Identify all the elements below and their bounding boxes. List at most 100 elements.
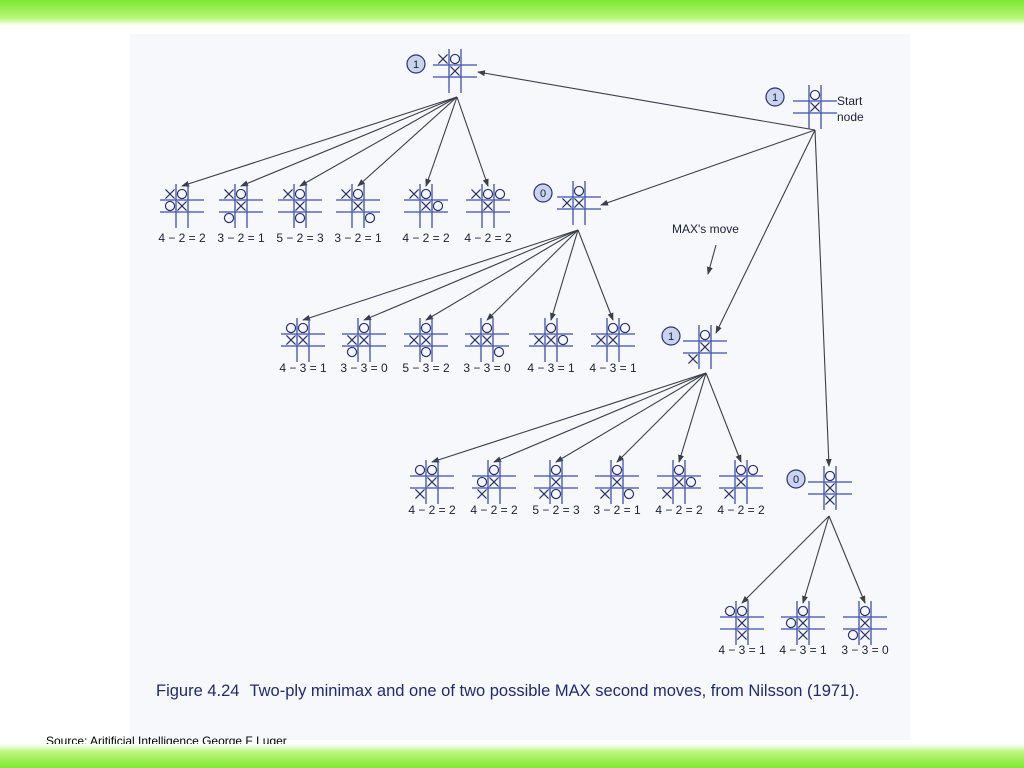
o-mark (481, 322, 493, 334)
x-mark (662, 489, 672, 499)
leaf-score: 3 − 3 = 0 (463, 361, 511, 375)
o-mark (607, 322, 619, 334)
x-mark (860, 618, 870, 628)
leaf-row-d-board (781, 601, 825, 645)
board-grid (719, 460, 763, 504)
board-grid (683, 325, 727, 369)
board-grid (404, 184, 448, 228)
x-mark (483, 201, 493, 211)
board-grid (404, 318, 448, 362)
x-mark (471, 189, 481, 199)
leaf-row-b-board (529, 318, 573, 362)
figure-caption-text: Two-ply minimax and one of two possible … (249, 682, 860, 700)
leaf-row-b-board (465, 318, 509, 362)
leaf-score: 4 − 2 = 2 (402, 231, 450, 245)
o-mark (673, 464, 685, 476)
o-mark (352, 188, 364, 200)
tree-edge (705, 372, 742, 463)
o-mark (557, 334, 569, 346)
leaf-row-c-board (410, 460, 454, 504)
x-mark (450, 66, 460, 76)
value-badge-d: 0 (786, 469, 806, 489)
x-mark (427, 477, 437, 487)
tree-edge (741, 515, 830, 604)
x-mark (477, 489, 487, 499)
x-mark (688, 354, 698, 364)
tree-edge (616, 372, 707, 463)
x-mark (612, 477, 622, 487)
o-mark (482, 188, 494, 200)
o-mark (493, 346, 505, 358)
leaf-score: 3 − 2 = 1 (334, 231, 382, 245)
leaf-row-b-board (281, 318, 325, 362)
x-mark (539, 489, 549, 499)
tree-edge (425, 96, 458, 187)
tree-edge (299, 96, 458, 187)
o-mark (414, 464, 426, 476)
board-grid (534, 460, 578, 504)
leaf-score: 5 − 3 = 2 (402, 361, 450, 375)
o-mark (164, 200, 176, 212)
x-mark (825, 495, 835, 505)
board-grid (843, 601, 887, 645)
node-value: 1 (668, 331, 674, 343)
leaf-row-a-board (404, 184, 448, 228)
leaf-score: 3 − 3 = 0 (340, 361, 388, 375)
tree-edge (550, 229, 579, 321)
node-value: 1 (413, 59, 419, 71)
tree-edge (802, 515, 830, 604)
board-grid (720, 601, 764, 645)
leaf-row-c-board (595, 460, 639, 504)
o-mark (550, 488, 562, 500)
o-mark (494, 188, 506, 200)
x-mark (546, 335, 556, 345)
x-mark (737, 630, 747, 640)
x-mark (421, 201, 431, 211)
leaf-score: 5 − 2 = 3 (276, 231, 324, 245)
o-mark (847, 629, 859, 641)
tree-edge (493, 372, 707, 463)
o-mark (426, 464, 438, 476)
o-mark (623, 488, 635, 500)
tree-edge (240, 96, 458, 187)
o-mark (747, 464, 759, 476)
leaf-score: 4 − 3 = 1 (589, 361, 637, 375)
leaf-score: 4 − 2 = 2 (464, 231, 512, 245)
tree-edge (577, 229, 614, 321)
tree-edge (363, 229, 579, 321)
o-mark (294, 212, 306, 224)
board-grid (336, 184, 380, 228)
leaf-score: 4 − 3 = 1 (779, 643, 827, 657)
o-mark (223, 212, 235, 224)
x-mark (810, 102, 820, 112)
o-mark (432, 200, 444, 212)
tree-edge (456, 96, 489, 187)
o-mark (699, 329, 711, 341)
bottom-green-band (0, 744, 1024, 768)
board-grid (433, 49, 477, 93)
x-mark (286, 335, 296, 345)
o-mark (285, 322, 297, 334)
tree-edge (425, 229, 579, 321)
value-badge-b: 0 (533, 183, 553, 203)
board-d (808, 466, 852, 510)
o-mark (420, 346, 432, 358)
tree-edge (555, 372, 707, 463)
tree-edge (181, 96, 458, 187)
leaf-row-c-board (719, 460, 763, 504)
x-mark (438, 54, 448, 64)
value-badge-c: 1 (661, 326, 681, 346)
o-mark (364, 212, 376, 224)
board-grid (529, 318, 573, 362)
x-mark (165, 189, 175, 199)
x-mark (674, 477, 684, 487)
leaf-score: 4 − 2 = 2 (655, 503, 703, 517)
tree-edge (715, 129, 816, 334)
o-mark (235, 188, 247, 200)
tree-edge (600, 129, 816, 206)
board-grid (219, 184, 263, 228)
o-mark (420, 188, 432, 200)
x-mark (562, 198, 572, 208)
leaf-score: 4 − 2 = 2 (408, 503, 456, 517)
